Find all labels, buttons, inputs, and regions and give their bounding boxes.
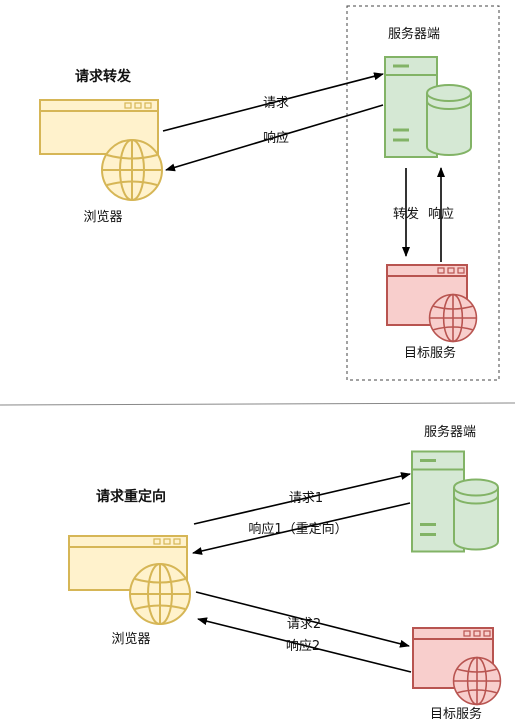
redirect-target-label: 目标服务 xyxy=(430,706,482,722)
redirect-request1-label: 请求1 xyxy=(289,491,323,506)
forward-return-label: 响应 xyxy=(428,206,454,222)
server-boundary-box xyxy=(346,5,500,381)
forward-server-icon xyxy=(383,55,473,159)
redirect-response1-arrow xyxy=(192,502,411,555)
forward-response-arrow xyxy=(165,104,384,172)
redirect-target-icon xyxy=(412,627,502,706)
forward-browser-label: 浏览器 xyxy=(83,209,122,225)
redirect-browser-icon xyxy=(68,534,191,625)
redirect-response1-label: 响应1（重定向） xyxy=(248,521,347,537)
forward-target-label: 目标服务 xyxy=(404,345,456,361)
forward-title: 请求转发 xyxy=(75,68,132,85)
forward-target-icon xyxy=(386,264,478,343)
forward-browser-icon xyxy=(39,99,163,201)
redirect-request2-label: 请求2 xyxy=(287,617,321,632)
forward-response-label: 响应 xyxy=(263,130,289,146)
forward-server-label: 服务器端 xyxy=(388,26,440,42)
redirect-response2-label: 响应2 xyxy=(286,638,320,654)
redirect-response2-arrow xyxy=(197,617,412,673)
forward-forward-label: 转发 xyxy=(393,206,419,222)
forward-request-arrow xyxy=(162,72,384,132)
redirect-server-label: 服务器端 xyxy=(424,424,476,440)
forward-request-label: 请求 xyxy=(263,96,289,111)
redirect-request2-arrow xyxy=(195,591,410,648)
redirect-title: 请求重定向 xyxy=(96,488,166,505)
redirect-server-icon xyxy=(410,449,500,554)
redirect-browser-label: 浏览器 xyxy=(111,631,150,647)
section-divider xyxy=(0,402,515,406)
redirect-request1-arrow xyxy=(193,472,411,525)
